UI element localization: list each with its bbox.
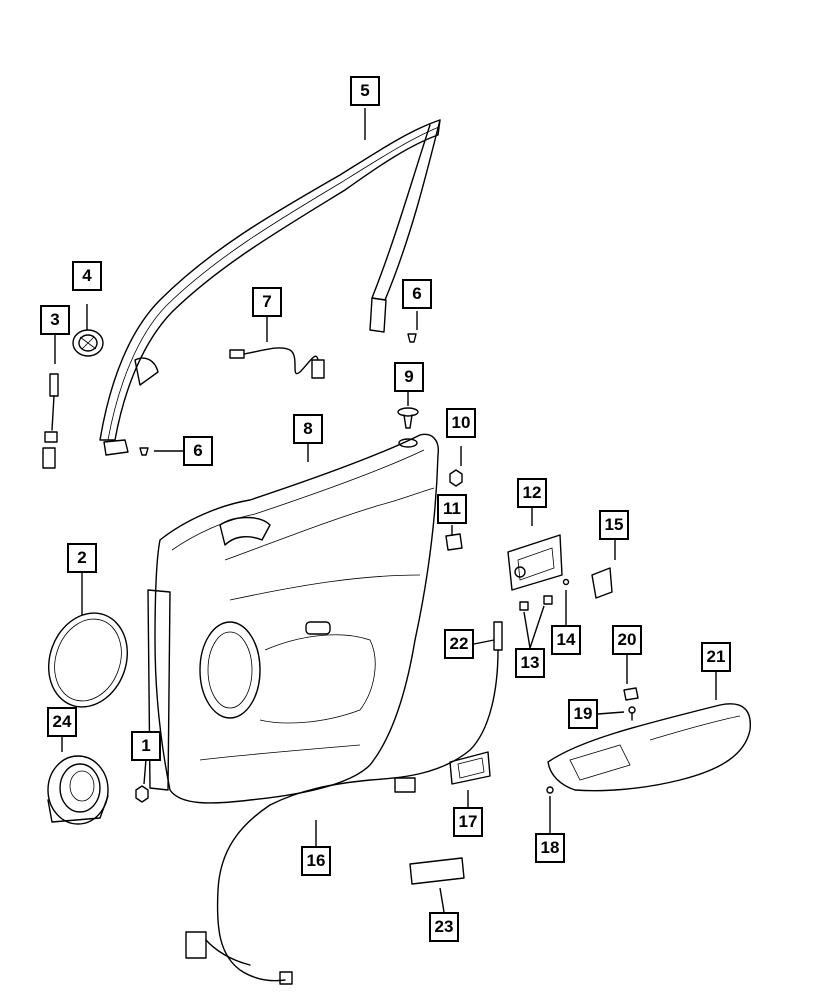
leader-lines: [54, 108, 717, 913]
part-retainer-block: [445, 533, 463, 551]
callout-8: 8: [293, 414, 323, 444]
callout-17: 17: [453, 807, 483, 837]
callout-21: 21: [701, 642, 731, 672]
part-switch-cap: [623, 687, 639, 701]
part-clip-lower: [139, 447, 149, 456]
callout-23: 23: [429, 912, 459, 942]
callout-15: 15: [599, 510, 629, 540]
callout-1: 1: [131, 731, 161, 761]
callout-13: 13: [515, 648, 545, 678]
part-armrest-screw: [546, 786, 554, 794]
part-handle-bezel: [507, 534, 563, 591]
part-armrest: [547, 703, 752, 792]
part-antenna-cable: [42, 373, 59, 469]
part-nut: [449, 469, 463, 487]
callout-6-upper: 6: [402, 279, 432, 309]
callout-19: 19: [568, 699, 598, 729]
part-door-harness: [185, 621, 503, 985]
part-label: [409, 857, 465, 885]
part-door-trim-panel: [147, 433, 439, 804]
part-bumpers: [519, 578, 570, 611]
callout-22: 22: [444, 629, 474, 659]
callout-6-lower: 6: [183, 436, 213, 466]
part-door-nut: [135, 785, 149, 803]
callout-5: 5: [350, 76, 380, 106]
callout-20: 20: [612, 625, 642, 655]
part-screw: [628, 706, 636, 721]
callout-10: 10: [446, 408, 476, 438]
callout-16: 16: [301, 846, 331, 876]
callout-18: 18: [535, 833, 565, 863]
part-clip-upper: [407, 333, 417, 343]
callout-24: 24: [47, 707, 77, 737]
callout-3: 3: [40, 305, 70, 335]
part-speaker: [47, 755, 109, 825]
part-wiring-harness: [229, 347, 325, 379]
callout-12: 12: [517, 478, 547, 508]
callout-9: 9: [394, 362, 424, 392]
callout-4: 4: [72, 261, 102, 291]
part-tweeter: [72, 329, 104, 357]
callout-2: 2: [67, 543, 97, 573]
part-push-pin: [397, 407, 419, 429]
callout-7: 7: [252, 287, 282, 317]
callout-14: 14: [551, 625, 581, 655]
part-trim-cap: [591, 567, 613, 599]
part-speaker-gasket: [47, 612, 129, 708]
part-window-switch: [449, 751, 491, 785]
part-weatherstrip: [99, 119, 441, 456]
callout-11: 11: [437, 494, 467, 524]
